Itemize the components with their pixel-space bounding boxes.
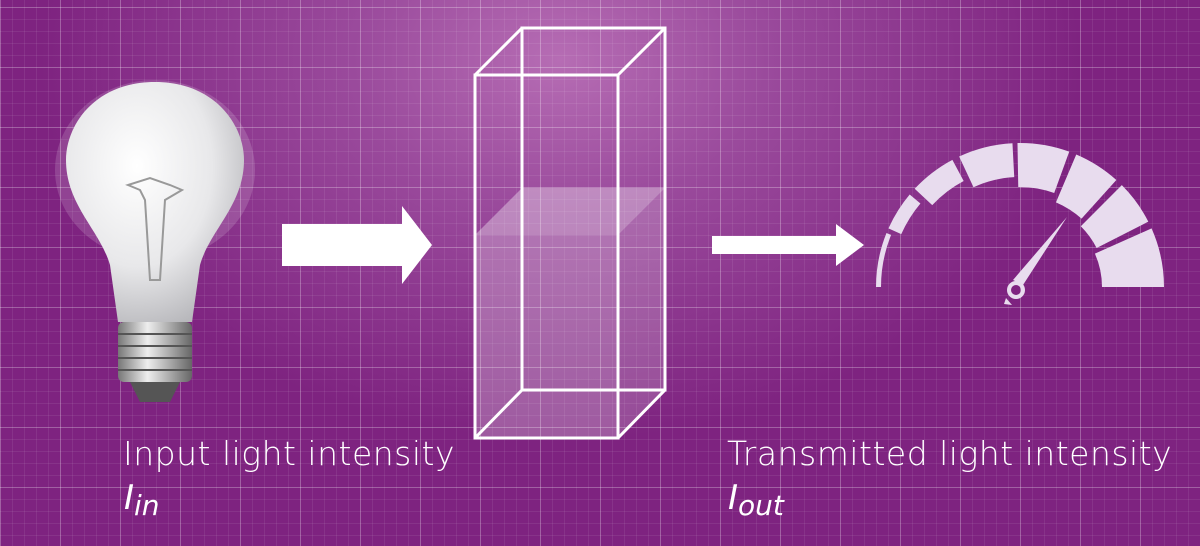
arrow-right-icon <box>712 224 864 266</box>
gauge-hub <box>1007 281 1025 299</box>
light-bulb-icon <box>55 80 255 402</box>
gauge-segment <box>1080 185 1149 248</box>
cuvette-icon <box>473 26 667 440</box>
input-intensity-label: Input light intensity <box>123 434 455 473</box>
arrow-right-icon <box>282 206 432 284</box>
gauge-segment <box>888 194 921 235</box>
gauge-segment <box>1055 154 1117 219</box>
transmitted-intensity-symbol: Iout <box>728 478 784 522</box>
gauge-icon <box>876 143 1164 305</box>
transmitted-intensity-label: Transmitted light intensity <box>727 434 1173 473</box>
input-intensity-symbol: Iin <box>124 478 160 522</box>
gauge-needle <box>1004 217 1067 305</box>
gauge-segment <box>1017 143 1070 194</box>
gauge-segment <box>914 159 964 206</box>
gauge-segment <box>959 143 1015 188</box>
gauge-segment <box>876 233 892 287</box>
gauge-segment <box>1094 228 1164 287</box>
